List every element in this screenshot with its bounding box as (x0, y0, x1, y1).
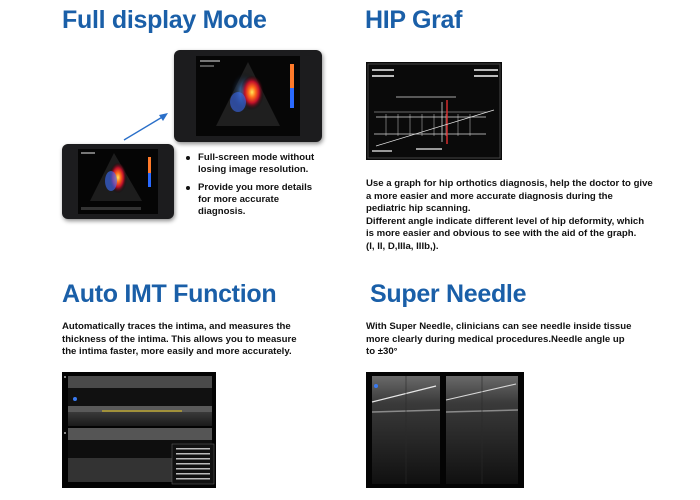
bullet-item: Full-screen mode without losing image re… (184, 152, 324, 176)
text-line: Use a graph for hip orthotics diagnosis,… (366, 178, 653, 189)
full-display-bullets: Full-screen mode without losing image re… (184, 152, 324, 224)
super-needle-title: Super Needle (370, 280, 527, 308)
text-line: With Super Needle, clinicians can see ne… (366, 321, 632, 332)
text-line: is more easier and obvious to see with t… (366, 228, 637, 240)
text-line: to ±30° (366, 346, 398, 358)
text-line: thickness of the intima. This allows you… (62, 333, 297, 345)
text-line: Different angle indicate different level… (366, 215, 645, 227)
large-device-image (174, 50, 322, 142)
super-needle-image (366, 372, 524, 488)
large-device-screen (196, 56, 300, 136)
full-display-title: Full display Mode (62, 6, 267, 34)
auto-imt-title: Auto IMT Function (62, 280, 277, 308)
arrow-icon (123, 113, 168, 141)
bullet-item: Provide you more details for more accura… (184, 182, 324, 218)
text-line: Automatically traces the intima, and mea… (62, 321, 291, 332)
hip-graf-title: HIP Graf (365, 6, 463, 34)
text-line: a more easier and more accurate diagnosi… (366, 190, 613, 202)
text-line: pediatric hip scanning. (366, 203, 471, 215)
small-device-image (62, 144, 174, 219)
text-line: (I, II, D,IIIa, IIIb,). (366, 240, 439, 252)
small-device-screen (78, 149, 158, 214)
hip-graf-image (366, 62, 502, 160)
text-line: the intima faster, more easily and more … (62, 346, 292, 358)
super-needle-description: With Super Needle, clinicians can see ne… (366, 321, 666, 359)
hip-graf-description: Use a graph for hip orthotics diagnosis,… (366, 178, 666, 254)
auto-imt-description: Automatically traces the intima, and mea… (62, 321, 332, 359)
text-line: more clearly during medical procedures.N… (366, 333, 625, 345)
auto-imt-image (62, 372, 216, 488)
